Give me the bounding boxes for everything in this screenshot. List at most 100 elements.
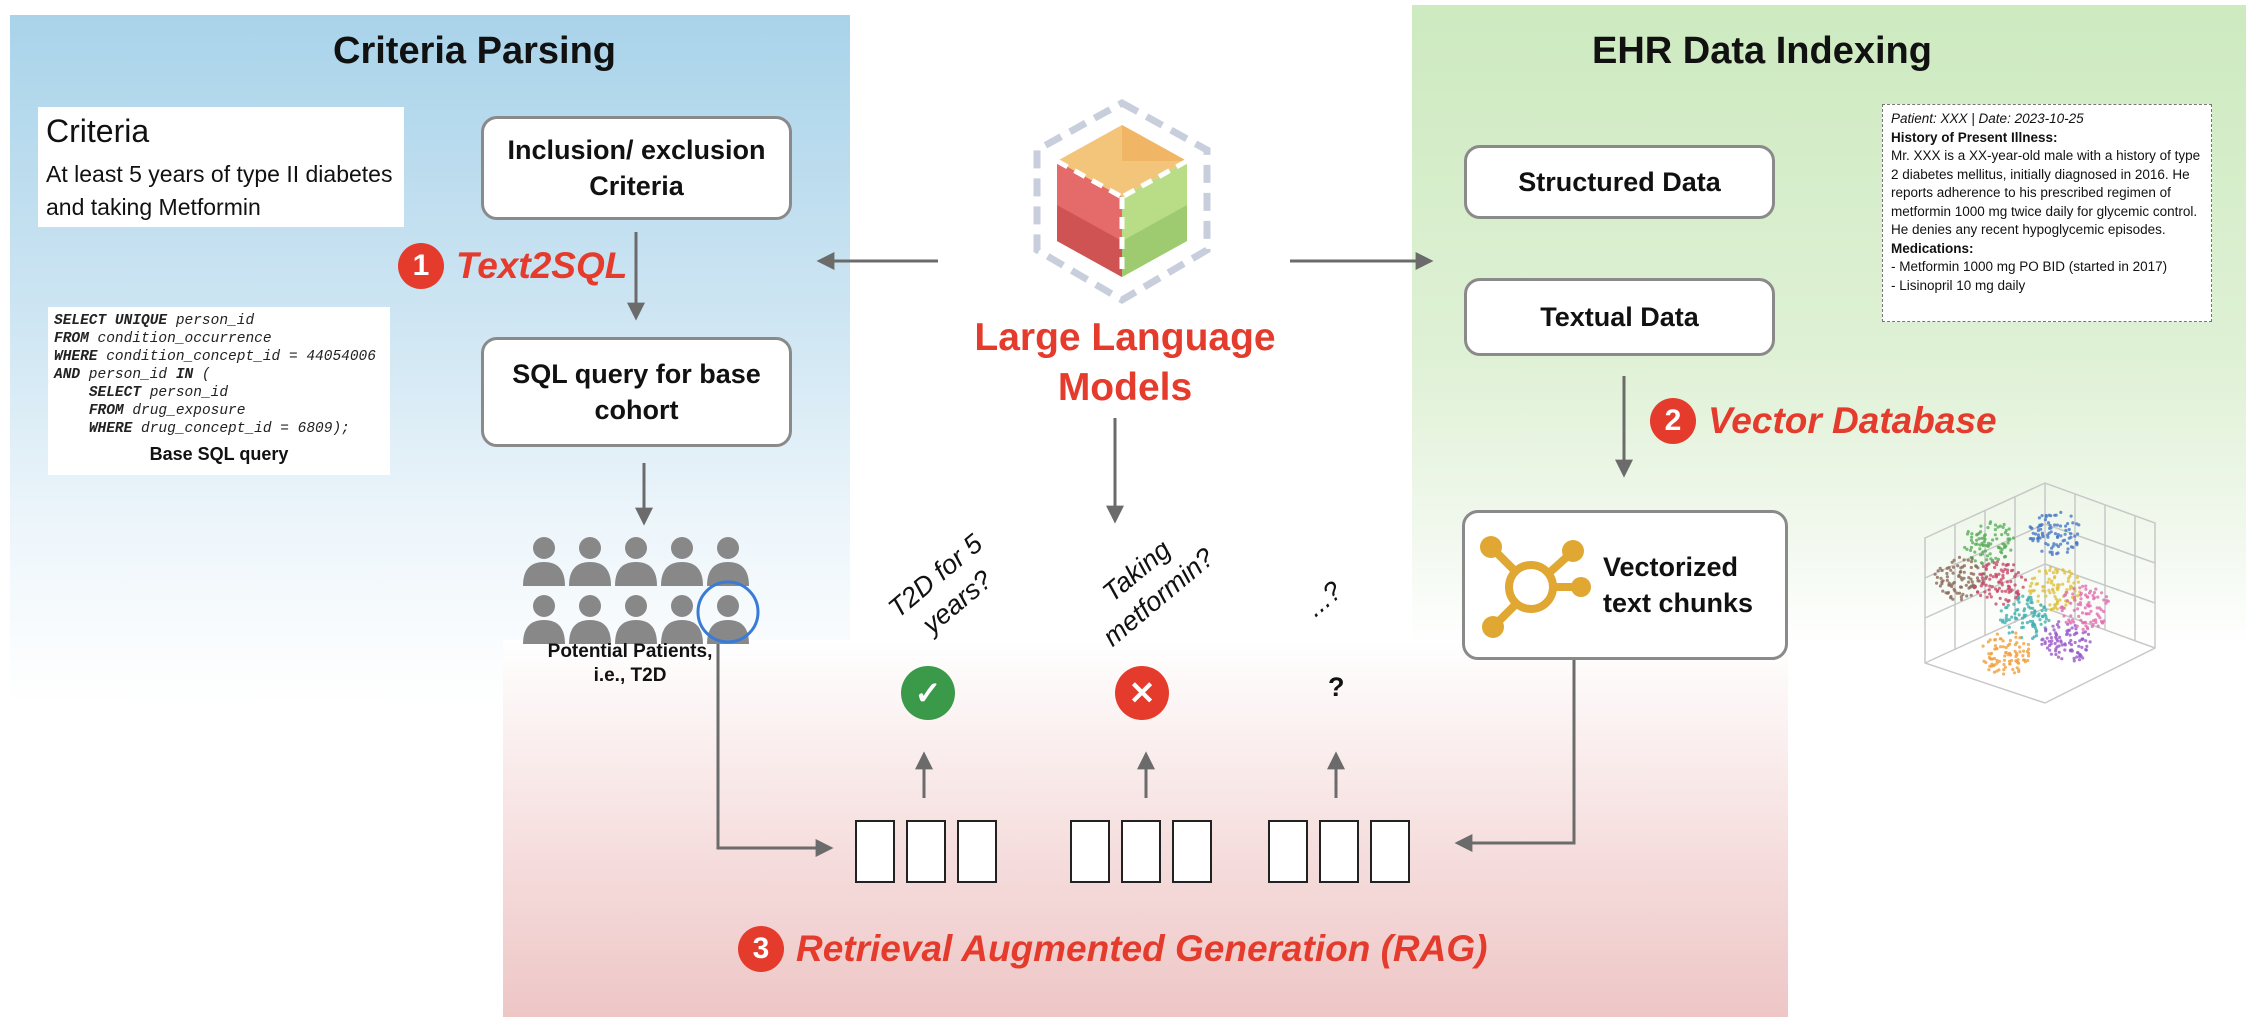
vectorized-chunks-box: Vectorized text chunks [1462,510,1788,660]
scatter-point [1949,568,1953,572]
scatter-point [2061,568,2065,572]
scatter-point [2027,651,2031,655]
scatter-point [2071,521,2075,525]
scatter-point [2007,590,2011,594]
scatter-point [1969,548,1973,552]
textual-data-box: Textual Data [1464,278,1775,356]
scatter-point [2026,654,2031,658]
scatter-point [2079,597,2083,601]
scatter-point [2055,523,2059,527]
scatter-point [1979,584,1983,588]
scatter-point [2071,592,2075,596]
scatter-point [2008,537,2012,541]
scatter-point [2007,625,2011,629]
scatter-point [2081,621,2085,625]
scatter-point [2028,525,2032,529]
scatter-point [1997,586,2001,590]
scatter-point [1991,575,1995,579]
scatter-point [2030,589,2034,593]
scatter-point [2066,541,2070,545]
scatter-point [2030,581,2034,585]
scatter-point [2058,635,2062,639]
scatter-point [2038,618,2042,622]
scatter-point [2069,572,2073,576]
scatter-point [1985,554,1990,558]
scatter-point [2009,569,2014,573]
scatter-point [2066,579,2070,583]
scatter-point [1997,668,2001,672]
scatter-point [2052,576,2057,580]
scatter-point [1945,578,1949,582]
scatter-point [2004,606,2008,610]
scatter-point [2044,614,2048,618]
scatter-point [2012,671,2017,675]
scatter-point [1935,581,1939,585]
scatter-point [2002,662,2006,667]
scatter-point [2008,638,2012,643]
scatter-point [2056,655,2061,659]
scatter-point [1941,589,1945,593]
note-med-title: Medications: [1891,240,1974,256]
scatter-point [1995,537,1999,541]
scatter-point [1982,572,1986,576]
scatter-point [1983,590,1987,594]
scatter-point [1977,537,1981,541]
scatter-point [2050,552,2054,557]
scatter-point [2081,584,2085,588]
scatter-point [2043,620,2047,624]
scatter-point [2095,612,2099,616]
scatter-point [2051,624,2055,628]
scatter-point [2084,624,2088,628]
scatter-3d-icon [1924,482,2156,704]
scatter-point [2075,522,2079,526]
scatter-point [1985,564,1989,568]
scatter-point [2073,640,2077,645]
scatter-point [2003,654,2007,658]
scatter-point [2048,603,2052,607]
scatter-point [2056,588,2060,592]
scatter-point [1969,545,1973,550]
scatter-point [1993,533,1997,537]
scatter-point [2004,563,2008,567]
scatter-point [2048,591,2052,595]
scatter-point [1950,584,1954,589]
person-icon [533,595,555,617]
scatter-point [1978,547,1982,551]
scatter-point [1979,593,1983,598]
scatter-point [1995,560,1999,564]
scatter-point [1971,541,1975,545]
scatter-point [2008,662,2012,666]
scatter-point [2089,609,2093,613]
scatter-point [2006,653,2010,657]
scatter-point [1998,618,2003,622]
scatter-point [2015,617,2019,621]
scatter-point [2007,599,2011,603]
scatter-point [2063,571,2067,575]
scatter-point [2054,568,2058,572]
scatter-point [2003,567,2007,571]
scatter-point [1980,573,1984,577]
scatter-point [2047,577,2051,581]
scatter-point [1980,536,1984,540]
scatter-point [1984,543,1988,548]
person-icon [717,537,739,559]
scatter-point [1957,555,1962,559]
scatter-point [1995,661,1999,665]
scatter-point [2000,547,2004,551]
scatter-point [2096,595,2100,599]
scatter-point [2100,591,2104,595]
ehr-indexing-title: EHR Data Indexing [1592,30,1932,72]
scatter-point [2045,646,2050,650]
scatter-point [2067,628,2071,632]
scatter-point [2014,596,2018,600]
scatter-point [2005,613,2009,617]
scatter-point [2015,666,2019,670]
scatter-point [2056,583,2060,587]
scatter-point [2102,598,2106,602]
scatter-point [2036,528,2040,533]
scatter-point [2046,535,2050,539]
scatter-point [2018,645,2022,649]
scatter-point [2001,618,2005,622]
scatter-point [2067,618,2071,622]
scatter-point [2059,534,2063,538]
